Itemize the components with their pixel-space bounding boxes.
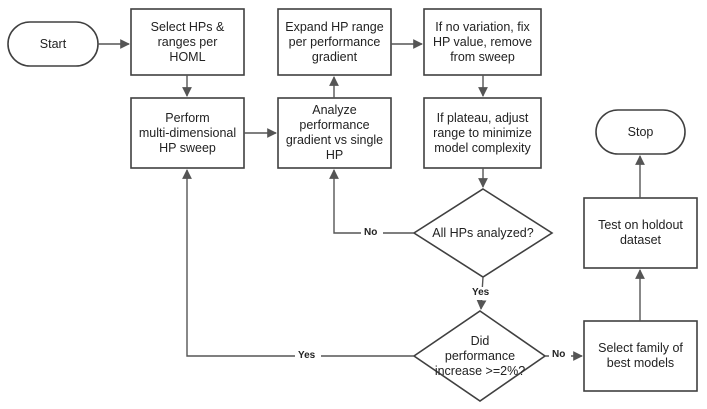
no-variation-label: If no variation, fix HP value, remove fr… [432,19,533,64]
start-label: Start [39,36,67,51]
stop-label: Stop [627,124,654,139]
did-increase-label: Did performance increase >=2%? [434,333,526,378]
perform-sweep-box [130,97,245,169]
perform-sweep-label: Perform multi-dimensional HP sweep [138,110,237,155]
edge-label-all-yes: Yes [472,287,490,298]
select-hps-box [130,8,245,76]
plateau-label: If plateau, adjust range to minimize mod… [433,110,532,155]
edge-label-all-no: No [364,227,378,238]
expand-box [277,8,392,76]
edge-label-increase-no: No [552,349,566,360]
select-family-label: Select family of best models [598,341,683,370]
edge-didincrease-yes [182,169,414,357]
expand-label: Expand HP range per performance gradient [285,19,384,64]
did-increase-diamond [412,310,547,402]
all-analyzed-label: All HPs analyzed? [432,225,534,240]
edge-allanalyzed-no [329,169,414,234]
select-hps-label: Select HPs & ranges per HOML [150,19,225,64]
stop-terminal [595,109,686,155]
test-holdout-box [583,197,698,269]
edge-label-increase-yes: Yes [298,350,316,361]
select-family-box [583,320,698,392]
analyze-box [277,97,392,169]
test-holdout-label: Test on holdout dataset [598,218,683,247]
analyze-label: Analyze performance gradient vs single H… [285,103,384,162]
